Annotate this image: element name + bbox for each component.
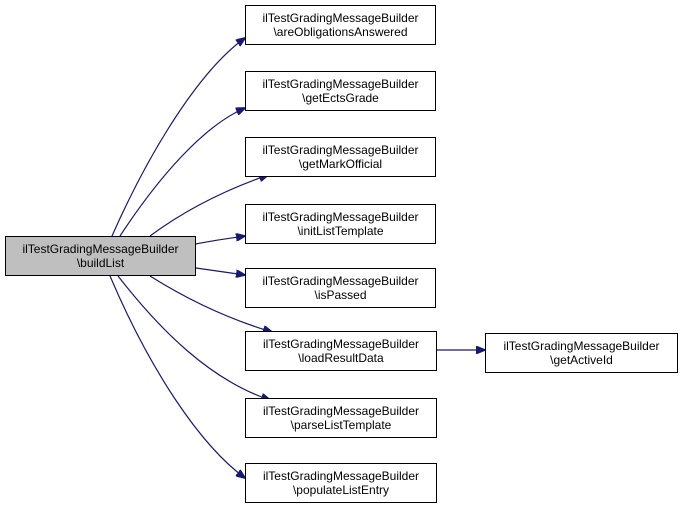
- node-getMarkOfficial-class: ilTestGradingMessageBuilder: [262, 143, 419, 157]
- node-getMarkOfficial[interactable]: ilTestGradingMessageBuilder \getMarkOffi…: [245, 137, 436, 177]
- node-areObligationsAnswered[interactable]: ilTestGradingMessageBuilder \areObligati…: [245, 5, 436, 45]
- edge-buildList-to-populateListEntry: [109, 275, 245, 478]
- node-getEctsGrade-class: ilTestGradingMessageBuilder: [262, 77, 419, 91]
- node-populateListEntry-method: \populateListEntry: [292, 483, 390, 497]
- node-buildList-class: ilTestGradingMessageBuilder: [22, 242, 179, 256]
- node-areObligationsAnswered-method: \areObligationsAnswered: [273, 25, 408, 39]
- node-areObligationsAnswered-class: ilTestGradingMessageBuilder: [262, 11, 419, 25]
- edge-buildList-to-getEctsGrade: [119, 108, 245, 237]
- node-parseListTemplate-method: \parseListTemplate: [290, 418, 392, 432]
- edge-buildList-to-isPassed: [195, 267, 245, 275]
- node-getActiveId-class: ilTestGradingMessageBuilder: [503, 339, 660, 353]
- edge-buildList-to-loadResultData: [149, 275, 272, 332]
- node-initListTemplate-method: \initListTemplate: [297, 224, 384, 238]
- node-initListTemplate[interactable]: ilTestGradingMessageBuilder \initListTem…: [245, 204, 436, 244]
- node-isPassed[interactable]: ilTestGradingMessageBuilder \isPassed: [245, 268, 436, 308]
- edge-buildList-to-areObligationsAnswered: [111, 38, 245, 237]
- node-getEctsGrade-method: \getEctsGrade: [302, 91, 379, 105]
- node-isPassed-class: ilTestGradingMessageBuilder: [262, 274, 419, 288]
- edge-buildList-to-parseListTemplate: [117, 275, 270, 400]
- node-populateListEntry[interactable]: ilTestGradingMessageBuilder \populateLis…: [245, 463, 437, 503]
- node-populateListEntry-class: ilTestGradingMessageBuilder: [262, 469, 420, 483]
- node-buildList-method: \buildList: [76, 256, 125, 270]
- node-loadResultData-class: ilTestGradingMessageBuilder: [262, 337, 420, 351]
- node-getMarkOfficial-method: \getMarkOfficial: [298, 157, 383, 171]
- node-isPassed-method: \isPassed: [314, 288, 367, 302]
- node-loadResultData[interactable]: ilTestGradingMessageBuilder \loadResultD…: [245, 331, 437, 371]
- node-parseListTemplate[interactable]: ilTestGradingMessageBuilder \parseListTe…: [245, 398, 437, 438]
- node-getActiveId-method: \getActiveId: [550, 353, 613, 367]
- node-getEctsGrade[interactable]: ilTestGradingMessageBuilder \getEctsGrad…: [245, 71, 436, 111]
- edge-buildList-to-getMarkOfficial: [149, 175, 268, 237]
- node-initListTemplate-class: ilTestGradingMessageBuilder: [262, 210, 419, 224]
- node-buildList[interactable]: ilTestGradingMessageBuilder \buildList: [5, 236, 196, 276]
- node-parseListTemplate-class: ilTestGradingMessageBuilder: [262, 404, 420, 418]
- node-loadResultData-method: \loadResultData: [298, 351, 384, 365]
- edge-buildList-to-initListTemplate: [195, 236, 245, 245]
- node-getActiveId[interactable]: ilTestGradingMessageBuilder \getActiveId: [485, 333, 678, 373]
